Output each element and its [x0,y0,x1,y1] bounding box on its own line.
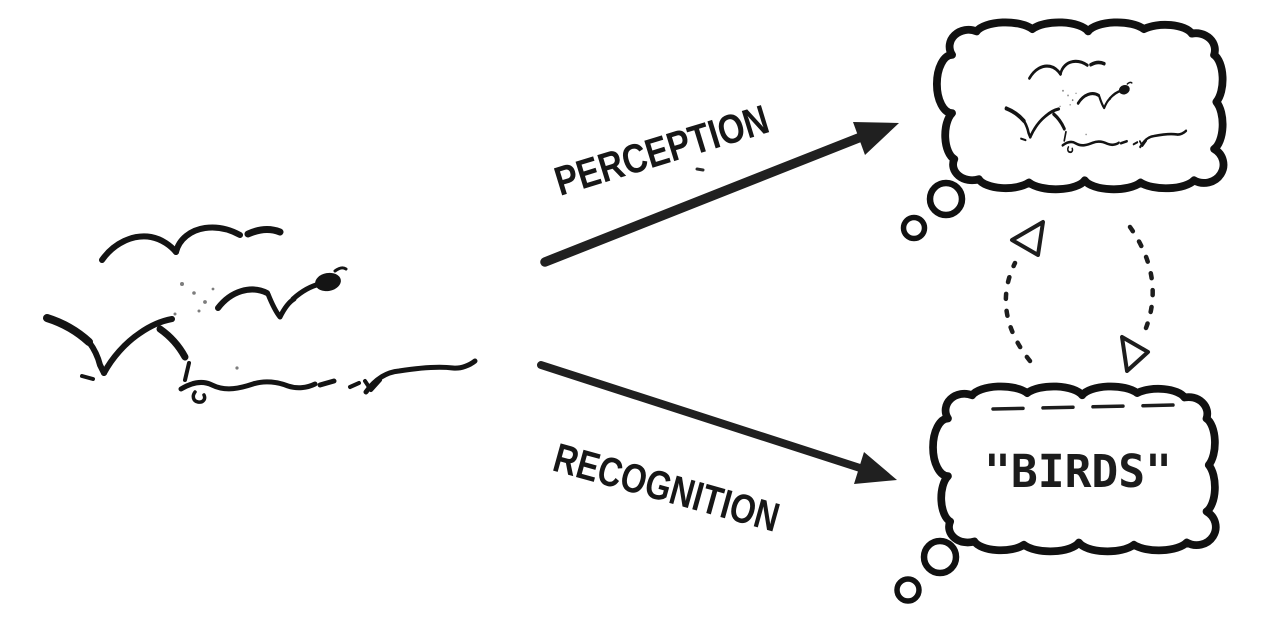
bubble-inner-dashes [991,403,1177,411]
recognition-arrow [537,361,897,484]
bubble-tail-circle-small [900,214,928,242]
perception-arrow [540,122,899,267]
cycle-arrows [1003,220,1155,373]
recognition-label: RECOGNITION [549,434,785,540]
bubble-tail-circle-large [926,179,966,219]
cycle-arrowhead-down-icon [1120,335,1150,373]
cycle-arrowhead-up-icon [1010,220,1045,257]
recognition-arrowhead-icon [854,452,897,484]
stray-mark [695,167,705,172]
perception-arrowhead-icon [853,122,899,155]
cycle-arc-down [1127,224,1155,331]
thought-bubble-mental-image [900,22,1224,242]
bubble-tail-circle-large [920,537,960,577]
thought-bubble-word: "BIRDS" [894,386,1216,604]
thought-bubble-outline [937,22,1224,189]
cycle-arc-up [1003,260,1033,364]
bubble-tail-circle-small [894,576,922,604]
flock-of-birds-sketch [47,227,475,402]
birds-word: "BIRDS" [984,445,1172,498]
